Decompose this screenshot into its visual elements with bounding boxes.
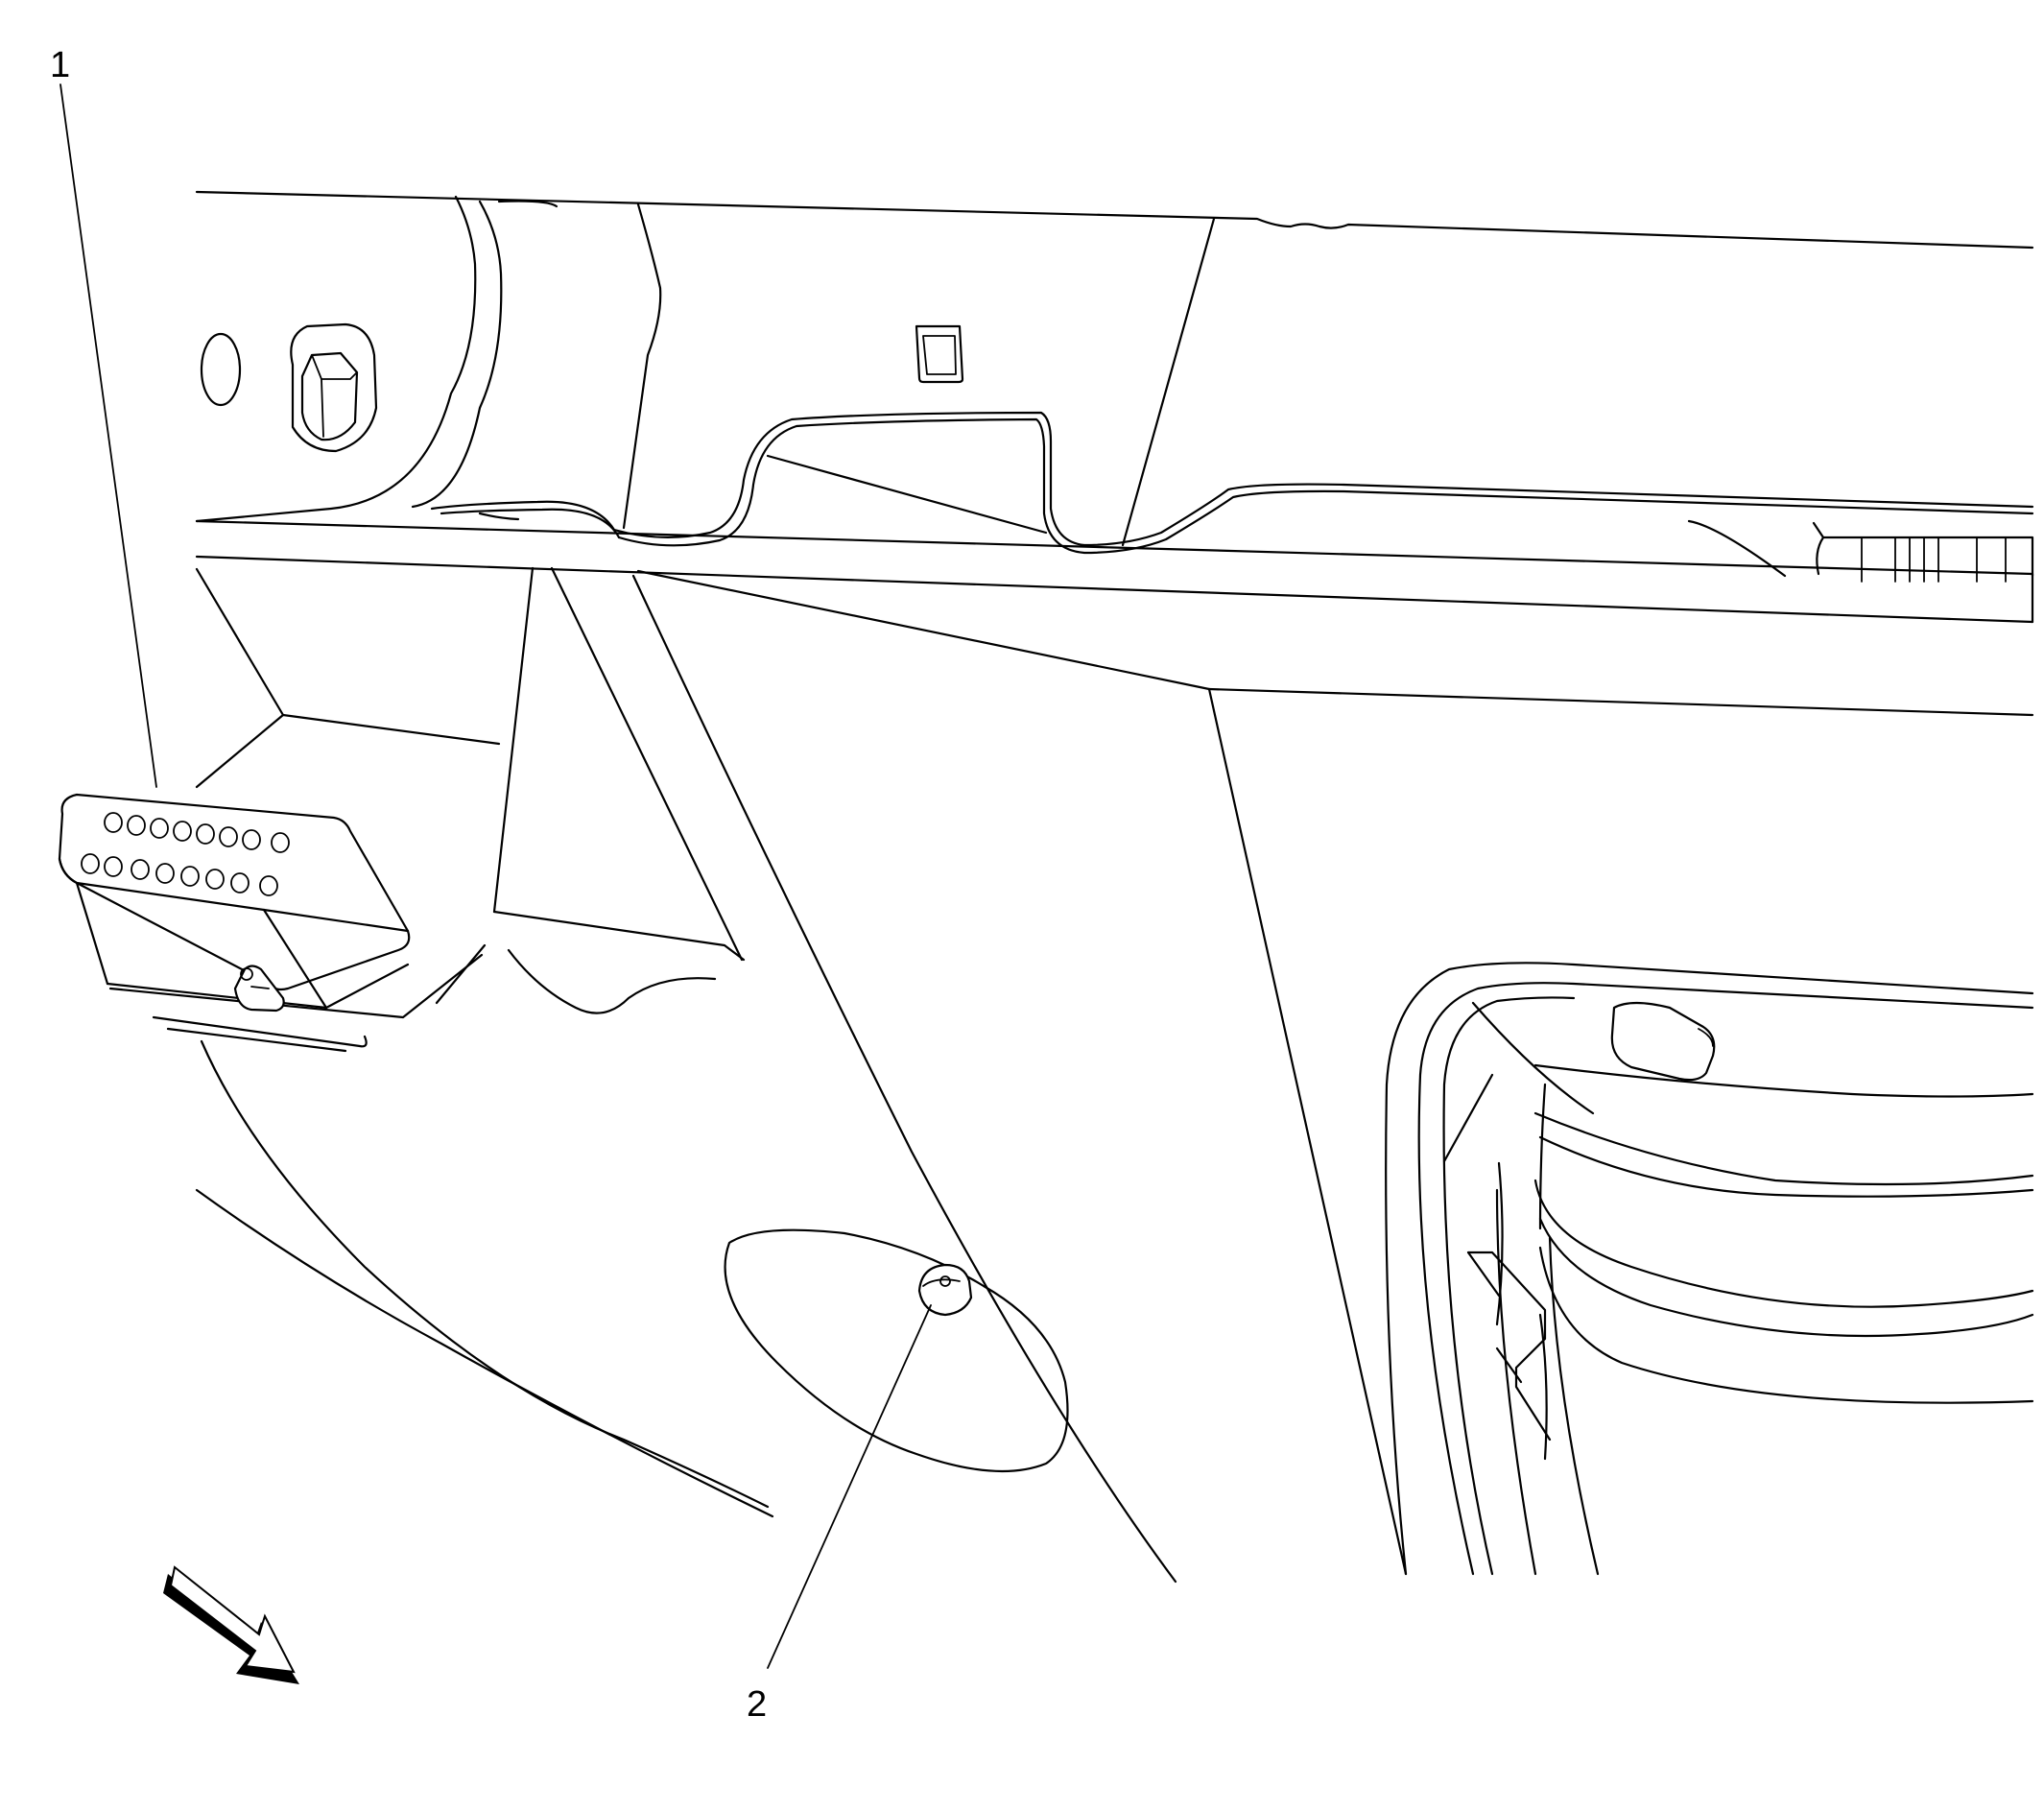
rail-hole [200,332,242,407]
connector-pins-bottom [81,853,278,896]
callout-1-label: 1 [50,45,70,85]
forward-arrow-icon [163,1565,299,1684]
callout-1: 1 [50,45,157,788]
electrical-connector [58,793,411,1013]
callout-2: 2 [747,1304,932,1725]
rail-end-clip [1687,519,2034,583]
floor-contours [195,569,2034,1584]
callout-2-label: 2 [747,1684,767,1725]
frame-rail [195,190,2034,624]
connector-clip [233,965,285,1013]
fastener-icon [917,1263,973,1317]
rail-tab [915,324,964,384]
hex-bolt-icon [290,322,378,453]
spare-tire-well [1385,962,2034,1576]
access-plate [724,1228,1069,1473]
connector-pins-top [104,812,290,853]
module-bracket [108,566,746,1053]
